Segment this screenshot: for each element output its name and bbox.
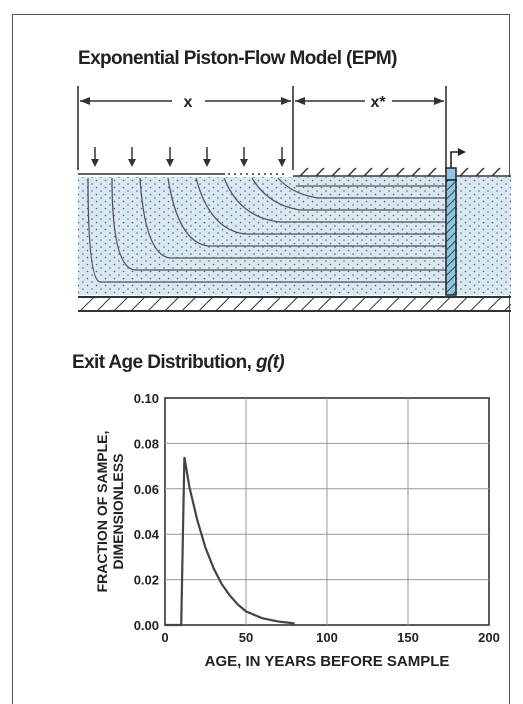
- land-surface: [78, 173, 511, 177]
- x-axis-label: AGE, IN YEARS BEFORE SAMPLE: [205, 653, 450, 670]
- x-tick-label: 0: [161, 630, 168, 645]
- y-tick-label: 0.02: [134, 573, 159, 588]
- y-tick-label: 0.06: [134, 482, 159, 497]
- y-tick-label: 0.10: [134, 391, 159, 406]
- confining-layer: [78, 297, 511, 311]
- x-tick-label: 100: [316, 630, 338, 645]
- epm-diagram: x x*: [77, 86, 511, 312]
- chart-title-italic: g(t): [255, 352, 285, 373]
- chart-title-prefix: Exit Age Distribution,: [72, 352, 256, 373]
- series-line: [165, 456, 295, 627]
- x-star-label: x*: [370, 94, 386, 111]
- x-tick-label: 150: [397, 630, 419, 645]
- figure-frame: [12, 14, 510, 704]
- y-tick-label: 0.04: [134, 527, 160, 542]
- well: [445, 148, 466, 296]
- y-axis-label-line1: FRACTION OF SAMPLE,: [94, 431, 110, 593]
- x-tick-label: 200: [478, 630, 500, 645]
- y-tick-label: 0.00: [134, 618, 159, 633]
- exit-age-chart: 0 50 100 150 200 0.00 0.02 0.04 0.06 0.08 0.10 FRA…: [94, 391, 500, 670]
- x-label: x: [184, 94, 193, 111]
- chart-title: Exit Age Distribution, g(t): [72, 352, 285, 374]
- dimension-markers: [77, 86, 447, 170]
- dimension-arrowheads: [80, 97, 444, 105]
- diagram-title: Exponential Piston-Flow Model (EPM): [78, 48, 397, 69]
- flow-lines: [87, 177, 446, 283]
- x-tick-label: 50: [239, 630, 253, 645]
- recharge-arrows: [91, 147, 286, 167]
- y-axis-label-line2: DIMENSIONLESS: [110, 454, 126, 570]
- surface-hatch: [299, 167, 501, 177]
- y-tick-label: 0.08: [134, 436, 159, 451]
